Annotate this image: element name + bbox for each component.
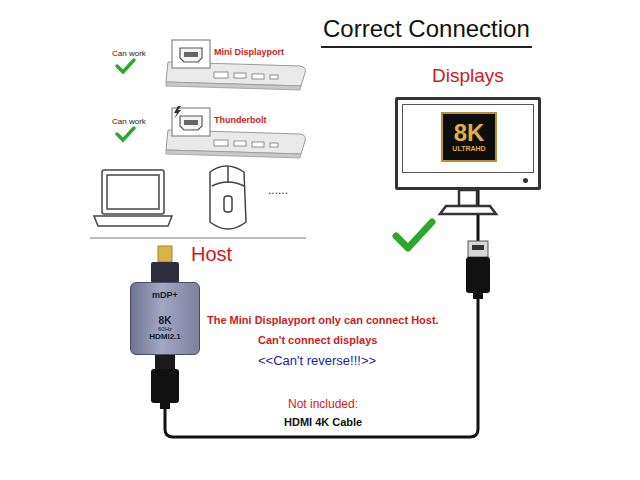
adapter-label: 8K (159, 315, 172, 326)
hdmi-cable (165, 190, 478, 437)
displays-heading: Displays (432, 65, 504, 87)
power-dot (523, 178, 528, 183)
cable-name: HDMI 4K Cable (284, 416, 362, 429)
warning-note: <<Can't reverse!!!>> (258, 354, 376, 369)
check-mark (396, 222, 432, 248)
laptop-side-mdp (117, 40, 305, 90)
port-name: Mini Displayport (214, 47, 284, 57)
laptop-side-thunderbolt (117, 106, 305, 158)
monitor-stand (440, 190, 496, 214)
adapter-label: 60Hz (158, 326, 172, 333)
separator-line (90, 238, 306, 239)
hdmi-plug-right (466, 241, 490, 299)
diagram-title: Correct Connection (321, 15, 532, 48)
warning-note: Can't connect displays (258, 334, 377, 347)
adapter-label: mDP+ (152, 290, 178, 300)
port-name: Thunderbolt (214, 115, 267, 125)
note-text: Can work (112, 49, 146, 58)
ellipsis: ...... (268, 184, 288, 198)
hdmi-plug-left (151, 355, 179, 409)
adapter-body: HostmDP+8K60HzHDMI2.1 (130, 282, 200, 355)
logo-8k: 8K (454, 121, 485, 145)
device-icons (94, 166, 246, 229)
ultrahd-logo: 8KULTRAHD (441, 112, 497, 162)
logo-ultrahd: ULTRAHD (452, 145, 485, 153)
monitor-frame: Displays8KULTRAHD (395, 97, 541, 190)
host-heading: Host (191, 243, 232, 266)
note-text: Can work (112, 117, 146, 126)
mini-dp-plug (151, 246, 179, 283)
warning-note: The Mini Displayport only can connect Ho… (207, 314, 439, 327)
note-text: Not included: (288, 398, 358, 412)
adapter-label: HDMI2.1 (149, 333, 181, 342)
